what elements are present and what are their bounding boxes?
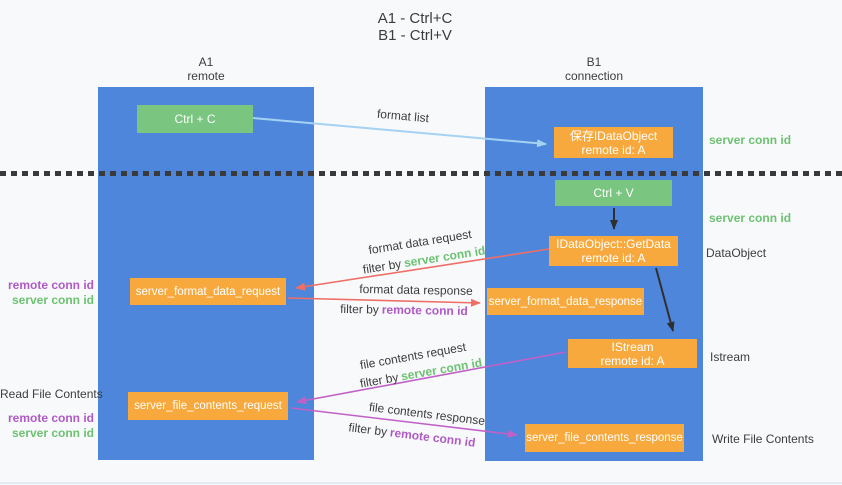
lane-header-b1: B1 connection bbox=[485, 55, 703, 83]
label-format-data-request-filter-prefix: filter by bbox=[361, 256, 403, 277]
annotation-istream: Istream bbox=[710, 350, 751, 364]
annotation-read-file-contents: Read File Contents bbox=[0, 387, 103, 401]
node-save-dataobject: 保存IDataObject remote id: A bbox=[554, 127, 673, 158]
node-server-format-data-request-label: server_format_data_request bbox=[135, 285, 281, 298]
lane-a1-name: A1 bbox=[198, 55, 214, 69]
label-file-contents-request-filter-prefix: filter by bbox=[358, 370, 400, 391]
node-idataobject-getdata-line2: remote id: A bbox=[581, 251, 646, 265]
lane-a1-subtitle: remote bbox=[187, 69, 225, 83]
label-format-data-response-filter-key: remote conn id bbox=[381, 302, 468, 319]
node-istream-line2: remote id: A bbox=[600, 353, 665, 368]
label-format-data-response: format data response bbox=[359, 282, 473, 298]
lane-b1-name: B1 bbox=[586, 55, 602, 69]
node-server-file-contents-request-label: server_file_contents_request bbox=[134, 400, 282, 412]
diagram-title-line2: B1 - Ctrl+V bbox=[378, 27, 452, 44]
diagram-title-line1: A1 - Ctrl+C bbox=[377, 10, 453, 27]
label-format-list: format list bbox=[376, 106, 430, 126]
node-server-file-contents-response-label: server_file_contents_response bbox=[526, 432, 683, 444]
node-save-dataobject-line2: remote id: A bbox=[581, 142, 646, 157]
node-server-format-data-response: server_format_data_response bbox=[487, 288, 644, 315]
bottom-edge-line bbox=[0, 482, 842, 484]
node-ctrl-v-label: Ctrl + V bbox=[593, 186, 634, 200]
node-ctrl-v: Ctrl + V bbox=[555, 180, 672, 206]
label-file-contents-response-filter-key: remote conn id bbox=[389, 425, 477, 450]
lane-b1-subtitle: connection bbox=[564, 69, 624, 83]
annotation-dataobject: DataObject bbox=[706, 246, 767, 260]
annotation-left-server-conn-id-1: server conn id bbox=[11, 293, 94, 307]
lane-header-a1: A1 remote bbox=[98, 55, 314, 83]
node-idataobject-getdata: IDataObject::GetData remote id: A bbox=[549, 236, 678, 266]
label-format-data-response-filter-prefix: filter by bbox=[340, 301, 379, 317]
annotation-right-server-conn-id-1: server conn id bbox=[709, 133, 792, 147]
node-istream-line1: IStream bbox=[611, 339, 654, 354]
dotted-separator bbox=[0, 171, 842, 176]
node-istream: IStream remote id: A bbox=[568, 339, 697, 368]
annotation-left-remote-conn-id-2: remote conn id bbox=[7, 411, 94, 425]
node-server-file-contents-request: server_file_contents_request bbox=[128, 392, 288, 420]
diagram-title: A1 - Ctrl+C B1 - Ctrl+V bbox=[320, 10, 510, 44]
annotation-left-remote-conn-id-1: remote conn id bbox=[7, 278, 94, 292]
node-ctrl-c-label: Ctrl + C bbox=[174, 112, 216, 126]
annotation-left-server-conn-id-2: server conn id bbox=[11, 426, 94, 440]
node-ctrl-c: Ctrl + C bbox=[137, 105, 253, 133]
annotation-right-server-conn-id-2: server conn id bbox=[709, 211, 792, 225]
node-save-dataobject-line1: 保存IDataObject bbox=[569, 128, 658, 143]
node-server-format-data-request: server_format_data_request bbox=[130, 278, 286, 305]
node-server-file-contents-response: server_file_contents_response bbox=[525, 424, 684, 452]
label-file-contents-response-filter-prefix: filter by bbox=[347, 420, 388, 439]
node-idataobject-getdata-line1: IDataObject::GetData bbox=[556, 237, 671, 251]
node-server-format-data-response-label: server_format_data_response bbox=[488, 295, 643, 308]
annotation-write-file-contents: Write File Contents bbox=[712, 432, 814, 446]
